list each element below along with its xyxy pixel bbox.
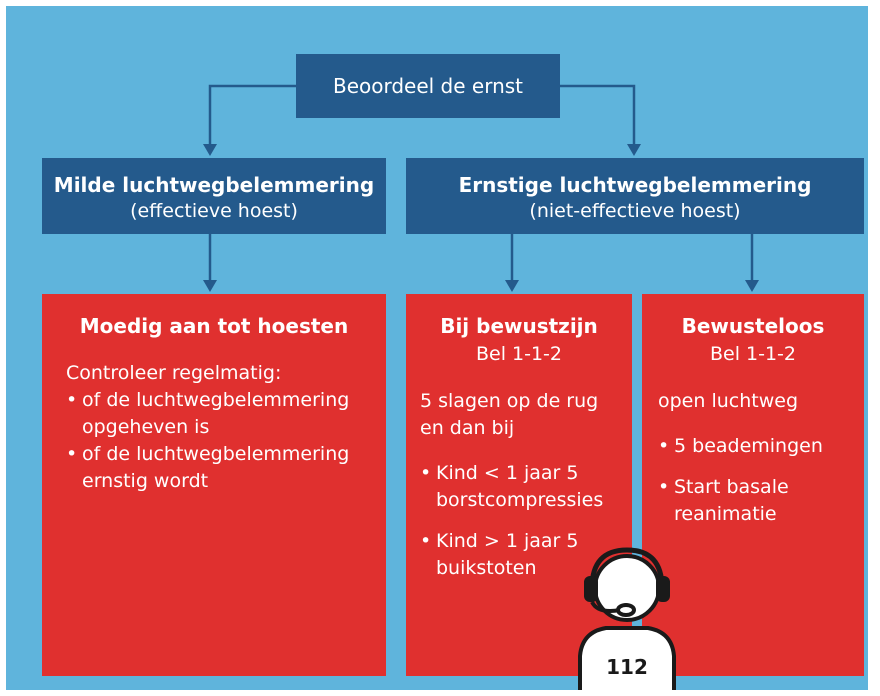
mild-obstruction-subtitle: (effectieve hoest) (130, 200, 298, 222)
arrow-to-mild (208, 84, 296, 146)
arrowhead (745, 280, 759, 292)
headset-ear-right (656, 576, 670, 602)
list-item: of de luchtwegbelemmering ernstig wordt (66, 441, 362, 495)
panel-unconscious: Bewusteloos Bel 1-1-2 open luchtweg 5 be… (642, 294, 864, 676)
panel-conscious-list: Kind < 1 jaar 5 borstcompressies Kind > … (420, 460, 618, 582)
severe-obstruction-title: Ernstige luchtwegbelemmering (458, 173, 812, 197)
panel-unconscious-list: 5 beademingen Start basale reanimatie (658, 433, 848, 528)
assess-severity-label: Beoordeel de ernst (332, 74, 524, 98)
arrowhead (203, 144, 217, 156)
arrowhead (203, 280, 217, 292)
operator-badge-text: 112 (606, 655, 648, 679)
list-item: Start basale reanimatie (658, 474, 848, 528)
severe-obstruction-box: Ernstige luchtwegbelemmering (niet-effec… (406, 158, 864, 234)
headset-mic (616, 603, 636, 617)
connector-arrows (203, 84, 759, 292)
panel-conscious-call: Bel 1-1-2 (475, 343, 563, 365)
panel-mild-intro: Controleer regelmatig: (66, 362, 282, 384)
panel-unconscious-intro: open luchtweg (658, 390, 799, 412)
list-item: 5 beademingen (658, 433, 848, 460)
assess-severity-box: Beoordeel de ernst (296, 54, 560, 118)
panel-mild-list: of de luchtwegbelemmering opgeheven is o… (66, 387, 362, 495)
panel-conscious: Bij bewustzijn Bel 1-1-2 5 slagen op de … (406, 294, 632, 676)
panel-unconscious-call: Bel 1-1-2 (709, 343, 797, 365)
arrow-to-severe (560, 84, 636, 146)
list-item: Kind < 1 jaar 5 borstcompressies (420, 460, 618, 514)
headset-ear-left (584, 576, 598, 602)
panel-encourage-coughing: Moedig aan tot hoesten Controleer regelm… (42, 294, 386, 676)
panel-mild-title: Moedig aan tot hoesten (79, 314, 349, 338)
flowchart-canvas: Beoordeel de ernst Milde luchtwegbelemme… (6, 6, 868, 690)
mild-obstruction-title: Milde luchtwegbelemmering (53, 173, 375, 197)
operator-body (578, 626, 676, 690)
panel-unconscious-title: Bewusteloos (681, 314, 825, 338)
arrowhead (627, 144, 641, 156)
emergency-operator-icon: 112 (578, 547, 676, 690)
arrowhead (505, 280, 519, 292)
severe-obstruction-subtitle: (niet-effectieve hoest) (529, 200, 741, 222)
list-item: Kind > 1 jaar 5 buikstoten (420, 528, 618, 582)
panel-conscious-intro: 5 slagen op de rug en dan bij (420, 390, 599, 439)
headset-band (589, 547, 665, 589)
panel-conscious-title: Bij bewustzijn (440, 314, 598, 338)
list-item: of de luchtwegbelemmering opgeheven is (66, 387, 362, 441)
mild-obstruction-box: Milde luchtwegbelemmering (effectieve ho… (42, 158, 386, 234)
